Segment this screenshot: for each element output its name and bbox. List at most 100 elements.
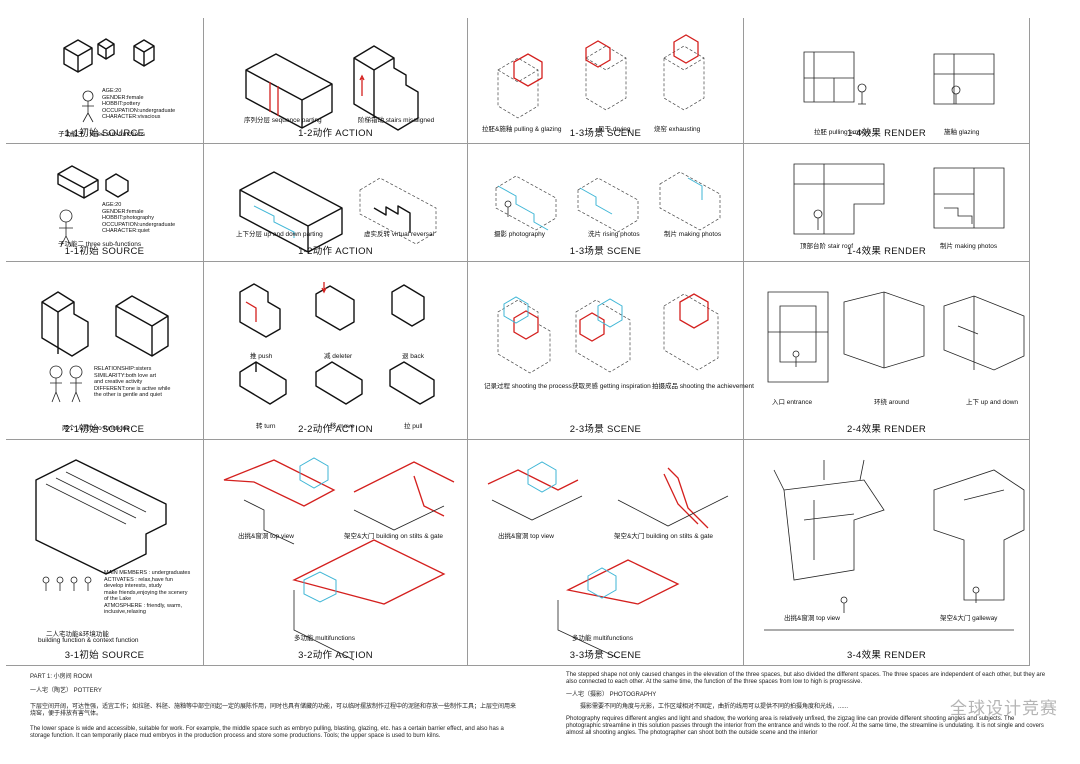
action-sketch [239, 171, 437, 253]
cell-title: 1-4效果 RENDER [846, 128, 927, 139]
cell-label: 多功能 multifunctions [294, 635, 356, 642]
cell-label: 环绕 around [874, 399, 910, 406]
source-sketch [57, 165, 129, 247]
part-heading: PART 1: 小房间 ROOM [30, 674, 93, 680]
cell-title: 1-3场景 SCENE [569, 128, 642, 139]
cell-1-2: 序列分层 sequence parting 阶梯错动 stairs misali… [204, 18, 468, 144]
cell-label: 上下 up and down [966, 399, 1019, 406]
cell-title: 3-4效果 RENDER [846, 650, 927, 661]
cell-label: 入口 entrance [772, 399, 813, 406]
cell-title: 1-2动作 ACTION [298, 128, 373, 139]
stepped-text-en: The stepped shape not only caused change… [566, 672, 1046, 686]
cell-4-4: 出挑&窗洞 top view 架空&大门 galleway 3-4效果 REND… [744, 440, 1030, 666]
pottery-text-en: The lower space is wide and accessible, … [30, 726, 504, 740]
source-info-text: AGE:20 GENDER:female HOBBIT:photography … [102, 202, 176, 234]
cell-3-4: 入口 entrance 环绕 around 上下 up and down 2-4… [744, 262, 1030, 440]
cell-label: 制片 making photos [664, 231, 722, 238]
cell-label: 上下分层 up and down parting [236, 231, 323, 238]
pottery-heading: 一人宅（陶艺） POTTERY [30, 688, 102, 694]
source-info-text: RELATIONSHIP:sisters SIMILARITY:both lov… [94, 366, 171, 398]
cell-title: 2-4效果 RENDER [846, 424, 927, 435]
cell-label: 烧窑 exhausting [654, 126, 701, 133]
action-sketch [239, 282, 435, 405]
cell-1-3: 拉胚&施釉 pulling & glazing 风干 drying 烧窑 exh… [468, 18, 744, 144]
photography-heading: 一人宅（摄影） PHOTOGRAPHY [566, 692, 657, 698]
action-sketch [245, 45, 419, 131]
cell-label: 拉胚&施釉 pulling & glazing [482, 126, 562, 133]
cell-title: 3-1初始 SOURCE [64, 650, 145, 661]
cell-label: 推 push [250, 353, 273, 360]
cell-label: 减 deleter [324, 353, 353, 360]
scene-sketch [497, 293, 719, 374]
cell-2-1: AGE:20 GENDER:female HOBBIT:photography … [6, 144, 204, 262]
cell-label: 架空&大门 galleway [940, 615, 998, 622]
cell-label: 架空&大门 building on stilts & gate [344, 533, 443, 540]
cell-title: 2-3场景 SCENE [569, 424, 642, 435]
cell-title: 2-2动作 ACTION [298, 424, 373, 435]
cell-label: 虚实反转 virtual reversal [364, 231, 435, 238]
diagram-grid: AGE:20 GENDER:female HOBBIT:pottery OCCU… [6, 18, 1030, 666]
cell-title: 3-3场景 SCENE [569, 650, 642, 661]
cell-title: 1-1初始 SOURCE [64, 246, 145, 257]
cell-label: 拍摄成品 shooting the achievement [652, 383, 754, 390]
cell-label: 子功能二 three sub-functions [58, 241, 142, 248]
scene-sketch [487, 461, 729, 659]
cell-label: 阶梯错动 stairs misaligned [358, 117, 435, 124]
cell-label: 序列分层 sequence parting [244, 117, 322, 124]
cell-label: 移 move [330, 423, 355, 430]
pottery-text-cn: 下层空间开阔，可达性强，适宜工作；如拉胚、料胚、施釉等中部空间起一定的展陈作用，… [30, 704, 517, 718]
cell-label: 架空&大门 building on stilts & gate [614, 533, 713, 540]
cell-title: 2-1初始 SOURCE [64, 424, 145, 435]
cell-3-3: 记录过程 shooting the process 获取灵感 getting i… [468, 262, 754, 440]
render-sketch [803, 51, 995, 105]
cell-label: 两个 人物 two functions [62, 425, 130, 432]
scene-sketch [497, 34, 705, 119]
cell-label: 出挑&窗洞 top view [498, 533, 554, 540]
cell-4-2: 出挑&窗洞 top view 架空&大门 building on stilts … [204, 440, 468, 666]
cell-title: 1-3场景 SCENE [569, 246, 642, 257]
source-info-text: AGE:20 GENDER:female HOBBIT:pottery OCCU… [102, 88, 176, 120]
cell-label: 记录过程 shooting the process [484, 383, 572, 390]
source-sketch [35, 459, 167, 591]
cubes-sketch [63, 38, 155, 123]
cell-1-4: 拉胚 pulling embryo 施釉 glazing 1-4效果 RENDE… [744, 18, 1030, 144]
cell-label: 二人宅功能&环境功能 [46, 631, 109, 638]
cell-4-1: MAIN MEMBERS : undergraduates ACTIVATES … [6, 440, 204, 666]
render-sketch [764, 459, 1025, 631]
watermark: 全球设计竞赛 [950, 699, 1058, 719]
cell-label: 洗片 rising photos [588, 231, 640, 238]
cell-4-3: 出挑&窗洞 top view 架空&大门 building on stilts … [468, 440, 744, 666]
cell-2-3: 摄影 photography 洗片 rising photos 制片 makin… [468, 144, 744, 262]
cell-label: building function & context function [38, 637, 139, 644]
action-sketch [223, 457, 455, 661]
cell-1-1: AGE:20 GENDER:female HOBBIT:pottery OCCU… [6, 18, 204, 144]
cell-label: 出挑&窗洞 top view [784, 615, 840, 622]
cell-label: 风干 drying [598, 126, 631, 133]
source-sketch [41, 291, 169, 403]
render-sketch [793, 163, 1005, 235]
render-sketch [767, 291, 1025, 383]
source-info-text: MAIN MEMBERS : undergraduates ACTIVATES … [104, 570, 191, 615]
cell-label: 出挑&窗洞 top view [238, 533, 294, 540]
cell-title: 1-4效果 RENDER [846, 246, 927, 257]
cell-3-2: 推 push 减 deleter 退 back 转 turn 移 move 拉 … [204, 262, 468, 440]
cell-2-4: 顶部台阶 stair roof 制片 making photos 1-4效果 R… [744, 144, 1030, 262]
cell-label: 转 turn [256, 423, 276, 430]
cell-title: 1-1初始 SOURCE [64, 128, 145, 139]
cell-label: 顶部台阶 stair roof [800, 243, 854, 250]
photography-text-cn: 摄影需要不同的角度与光影，工作区域相对不固定，曲折的线用可以提供不同的拍摄角度和… [580, 704, 849, 710]
cell-label: 子功能三 · three sub-functions [58, 131, 146, 138]
cell-3-1: RELATIONSHIP:sisters SIMILARITY:both lov… [6, 262, 204, 440]
cell-label: 获取灵感 getting inspiration [572, 383, 651, 390]
cell-label: 多功能 multifunctions [572, 635, 634, 642]
cell-label: 拉胚 pulling embryo [814, 129, 872, 136]
cell-label: 摄影 photography [494, 231, 545, 238]
cell-label: 施釉 glazing [944, 129, 980, 136]
cell-2-2: 上下分层 up and down parting 虚实反转 virtual re… [204, 144, 468, 262]
description-area: PART 1: 小房间 ROOM 一人宅（陶艺） POTTERY 下层空间开阔，… [30, 670, 1060, 764]
cell-label: 退 back [402, 353, 425, 360]
cell-title: 1-2动作 ACTION [298, 246, 373, 257]
scene-sketch [495, 171, 721, 233]
cell-label: 拉 pull [404, 423, 423, 430]
cell-title: 3-2动作 ACTION [298, 650, 373, 661]
